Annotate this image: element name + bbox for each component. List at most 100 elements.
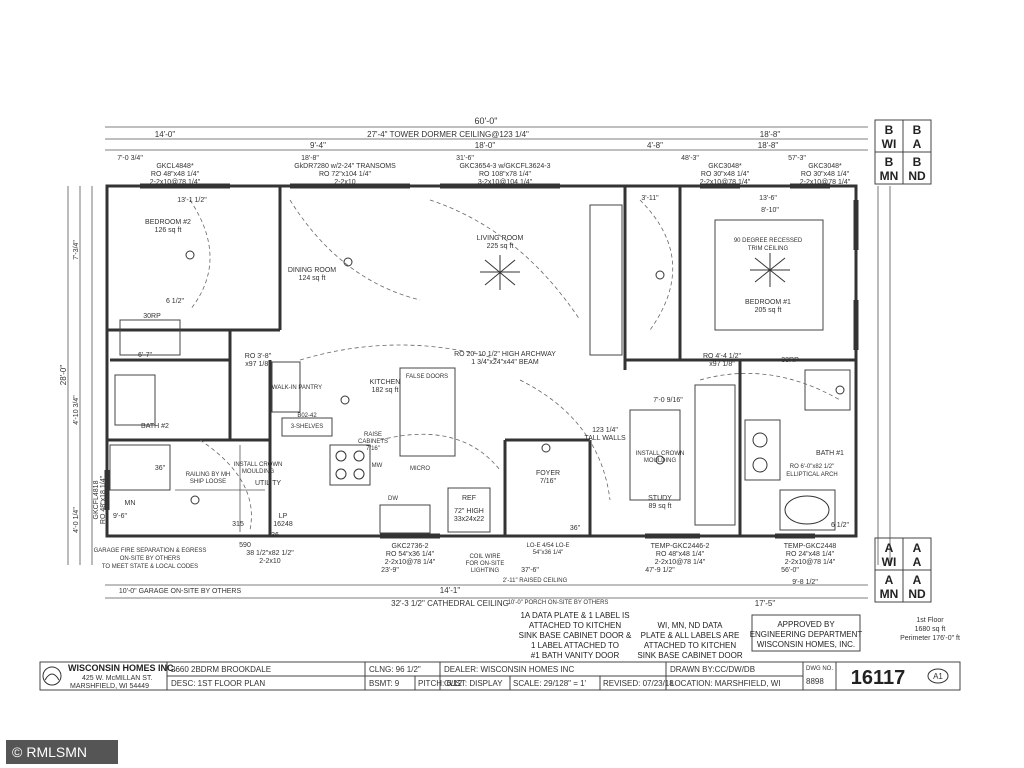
recess-ceiling-note: 90 DEGREE RECESSED: [734, 238, 803, 244]
window-callout-10-line2: 2-2x10: [259, 558, 281, 565]
grid-cell: ND: [908, 587, 926, 601]
dim-label: MN: [125, 500, 136, 507]
dealer-name: DEALER: WISCONSIN HOMES INC: [444, 665, 574, 674]
raise-cabinets-label: CABINETS: [358, 439, 388, 445]
window-callout-8-line2: RO 24"x48 1/4": [786, 551, 835, 558]
overall-depth-dim: 28'-0": [59, 365, 68, 386]
grid-cell: MN: [880, 587, 899, 601]
drawing-number: 8898: [806, 677, 824, 686]
misc-dim: 6 1/2": [166, 298, 185, 305]
dim-second-1: 9'-4": [310, 141, 326, 150]
opening-note: x97 1/8": [245, 361, 271, 368]
misc-dim: 56'-0": [781, 567, 799, 574]
room-name-kitchen: KITCHEN: [370, 379, 401, 386]
misc-dim: 31'-6": [456, 155, 474, 162]
data-plate-note-left: ATTACHED TO KITCHEN: [529, 621, 622, 630]
dim-top-3: 18'-8": [760, 130, 781, 139]
window-callout-5-line1: GKC3048*: [808, 163, 842, 170]
microwave-code-label: MW: [372, 463, 383, 469]
garage-fire-note: TO MEET STATE & LOCAL CODES: [102, 564, 198, 570]
window-callout-8-line3: 2-2x10@78 1/4": [785, 559, 836, 566]
room-name-bath-2: BATH #2: [141, 423, 169, 430]
room-name-living: LIVING ROOM: [477, 235, 524, 242]
room-name-bedroom-1: BEDROOM #1: [745, 299, 791, 306]
window-callout-6-line1: GKC2736-2: [392, 543, 429, 550]
approval-line: ENGINEERING DEPARTMENT: [750, 630, 863, 639]
room-name-foyer: FOYER: [536, 470, 560, 477]
window-callout-7-line2: RO 48"x48 1/4": [656, 551, 705, 558]
window-callout-1-line1: GKCL4848*: [156, 163, 194, 170]
grid-cell: B: [913, 155, 922, 169]
window-callout-9-line1: GKCFL4818: [93, 480, 100, 519]
corner-grid-top: [874, 119, 932, 185]
title-block: [39, 661, 961, 691]
dimension-lines: [67, 126, 891, 599]
raised-ceiling-note: 2'-11" RAISED CEILING: [503, 578, 568, 584]
room-area-study: 89 sq ft: [649, 503, 672, 510]
raise-cabinets-label: RAISE: [364, 432, 382, 438]
raise-cabinets-label: 7/16": [366, 446, 380, 452]
grid-cell: A: [913, 137, 922, 151]
window-callout-7-line3: 2-2x10@78 1/4": [655, 559, 706, 566]
window-callout-2-line1: GkDR7280 w/2-24" TRANSOMS: [294, 163, 396, 170]
railing-note: RAILING BY MH: [186, 472, 231, 478]
grid-cell: A: [885, 541, 894, 555]
misc-dim: 7'-0 9/16": [653, 397, 683, 404]
room-name-dining: DINING ROOM: [288, 267, 336, 274]
corner-grid-bottom: [874, 537, 932, 603]
archway-note: RO 20'-10 1/2" HIGH ARCHWAY: [454, 351, 556, 358]
coil-wire-note: FOR ON-SITE: [466, 561, 505, 567]
room-name-bedroom-2: BEDROOM #2: [145, 219, 191, 226]
data-plate-note-right: WI, MN, ND DATA: [657, 621, 723, 630]
grid-cell: A: [885, 573, 894, 587]
dim-second-4: 18'-8": [758, 141, 779, 150]
coil-wire-note: LIGHTING: [471, 568, 500, 574]
misc-dim: 6'-7": [138, 352, 152, 359]
misc-dim: 7'-0 3/4": [117, 155, 143, 162]
grid-cell: WI: [882, 137, 897, 151]
misc-dim: 9'-8 1/2": [792, 579, 818, 586]
false-doors-label: FALSE DOORS: [406, 374, 448, 380]
dim-top-2: 27'-4" TOWER DORMER CEILING@123 1/4": [367, 130, 529, 139]
window-callout-2-line2: RO 72"x104 1/4": [319, 171, 372, 178]
approval-stamp: [751, 614, 861, 652]
grid-cell: A: [913, 573, 922, 587]
high-cabinet-label: 72" HIGH: [454, 508, 484, 515]
garage-onsite-note: 10'-0" GARAGE ON-SITE BY OTHERS: [119, 588, 242, 595]
window-callout-3-line3: 3-2x10@104 1/4": [478, 179, 533, 186]
high-cabinet-label: 33x24x22: [454, 516, 484, 523]
porch-onsite-note: 10'-0" PORCH ON-SITE BY OTHERS: [508, 600, 609, 606]
crown-moulding-note: INSTALL CROWN: [234, 462, 283, 468]
grid-cell: ND: [908, 169, 926, 183]
room-area-dining: 124 sq ft: [299, 275, 326, 282]
window-callout-4-line1: GKC3048*: [708, 163, 742, 170]
dim-label: 315: [232, 521, 244, 528]
misc-dim: 9'-6": [113, 513, 127, 520]
elliptical-arch-note: RO 6'-0"x82 1/2": [790, 464, 834, 470]
microwave-label: MICRO: [410, 466, 430, 472]
room-area-kitchen: 182 sq ft: [372, 387, 399, 394]
sheet-number: A1: [933, 672, 943, 681]
misc-dim: 13'-1 1/2": [177, 197, 207, 204]
window-callout-6-line2: RO 54"x36 1/4": [386, 551, 435, 558]
dishwasher-label: DW: [388, 496, 398, 502]
window-callout-8-line1: TEMP-GKC2448: [784, 543, 837, 550]
data-plate-note-left: 1 LABEL ATTACHED TO: [531, 641, 619, 650]
drawn-by: DRAWN BY:CC/DW/DB: [670, 665, 755, 674]
coil-wire-note: COIL WIRE: [469, 554, 500, 560]
data-plate-note-left: 1A DATA PLATE & 1 LABEL IS: [520, 611, 629, 620]
floor-info: Perimeter 176'-0" ft: [900, 635, 960, 642]
light-fixtures: [185, 250, 845, 505]
window-marks: [104, 183, 859, 539]
dim-second-3: 4'-8": [647, 141, 663, 150]
ceiling-height: CLNG: 96 1/2": [369, 665, 421, 674]
drawing-scale: SCALE: 29/128" = 1': [513, 679, 587, 688]
misc-dim: 8'-10": [761, 207, 779, 214]
window-callout-10-line1: 38 1/2"x82 1/2": [246, 550, 294, 557]
lp-tank-label: 16248: [273, 521, 293, 528]
opening-note: RO 4'-4 1/2": [703, 353, 742, 360]
room-area-bedroom-2: 126 sq ft: [155, 227, 182, 234]
crown-moulding-note: MOULDING: [242, 469, 275, 475]
plan-number: 16117: [851, 667, 906, 689]
